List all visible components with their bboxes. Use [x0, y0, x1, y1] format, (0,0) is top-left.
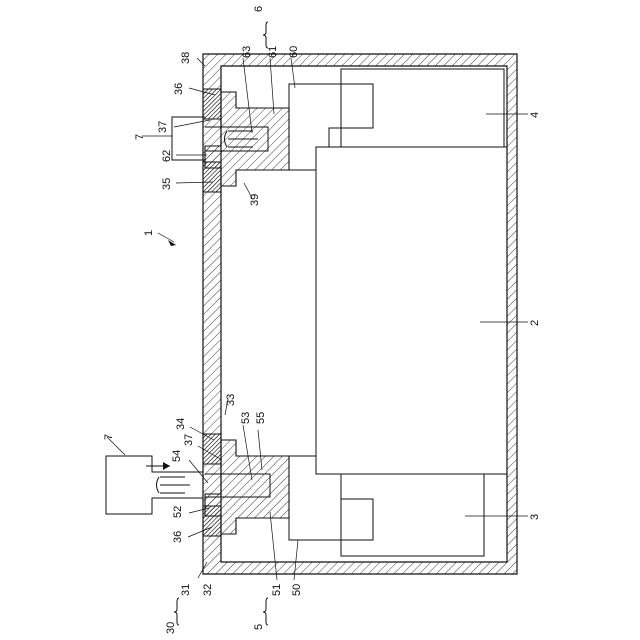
- label-54: 54: [171, 450, 183, 462]
- label-36a: 36: [173, 83, 185, 95]
- component-2: [316, 147, 507, 474]
- label-32: 32: [202, 584, 214, 596]
- spring-contact-lower: [157, 477, 191, 493]
- label-39: 39: [249, 194, 261, 206]
- leader-lines: [107, 58, 528, 580]
- label-7b: 7: [103, 434, 115, 440]
- label-50: 50: [291, 584, 303, 596]
- connector-60: [289, 84, 373, 170]
- label-34: 34: [175, 418, 187, 430]
- label-53: 53: [240, 412, 252, 424]
- label-4: 4: [529, 112, 541, 118]
- label-35: 35: [161, 178, 173, 190]
- insertion-arrow-head: [163, 462, 170, 470]
- label-51: 51: [271, 584, 283, 596]
- label-37b: 37: [183, 434, 195, 446]
- label-62: 62: [161, 150, 173, 162]
- plug-7-upper: [172, 117, 205, 160]
- label-37a: 37: [157, 121, 169, 133]
- terminal-assembly-5: [106, 440, 373, 540]
- label-38: 38: [180, 52, 192, 64]
- label-55: 55: [255, 412, 267, 424]
- label-33: 33: [225, 394, 237, 406]
- seal-34: [203, 434, 221, 464]
- label-30: 30: [165, 622, 177, 634]
- seal-38: [203, 89, 221, 119]
- brace-30: [174, 598, 179, 625]
- brace-6: [263, 22, 268, 48]
- terminal-assembly-6: [172, 84, 373, 186]
- label-36b: 36: [172, 531, 184, 543]
- label-3: 3: [529, 514, 541, 520]
- label-6: 6: [253, 6, 265, 12]
- label-31: 31: [180, 584, 192, 596]
- label-60: 60: [288, 46, 300, 58]
- component-3: [341, 474, 484, 556]
- label-5: 5: [253, 624, 265, 630]
- label-61: 61: [267, 46, 279, 58]
- label-52: 52: [172, 506, 184, 518]
- connector-50: [289, 456, 373, 540]
- label-2: 2: [529, 320, 541, 326]
- brace-5: [263, 598, 268, 625]
- label-7a: 7: [134, 134, 146, 140]
- label-63: 63: [241, 46, 253, 58]
- label-1: 1: [143, 230, 155, 236]
- component-4: [341, 69, 504, 147]
